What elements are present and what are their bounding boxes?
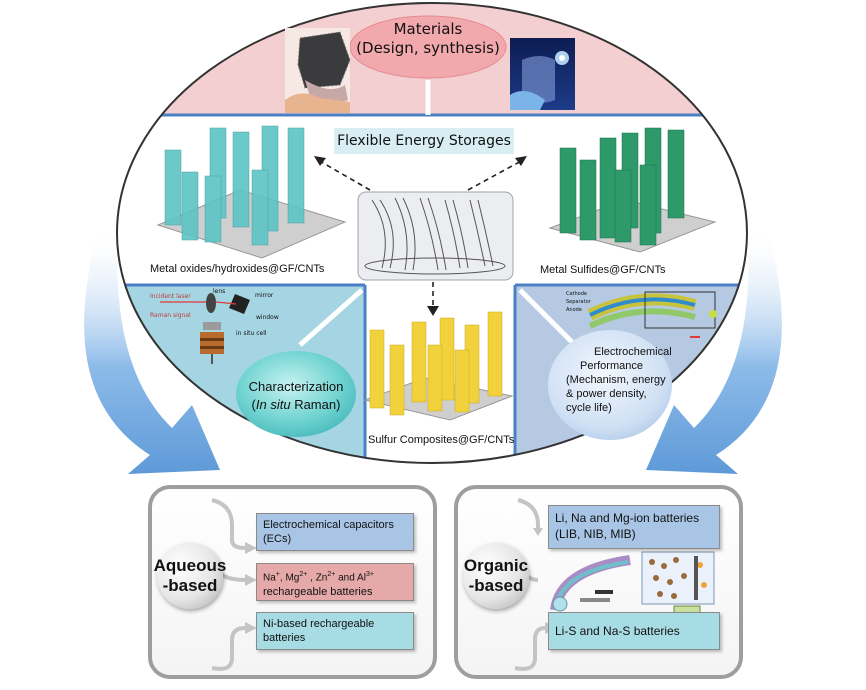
separator-label: Separator [566,299,591,305]
characterization-line2: (In situ Raman) [251,397,341,412]
cnt-bundle-icon [357,191,514,281]
characterization-line1: Characterization [248,379,344,394]
organic-item-sulfur-batteries: Li-S and Na-S batteries [548,612,720,650]
battery-schematic-icon [587,291,717,338]
sulfur-array-icon [363,311,514,421]
aqueous-item-nickel: Ni-based rechargeable batteries [256,612,414,650]
performance-line5: cycle life) [566,402,612,414]
cnt-bundle-tubes [364,197,506,275]
metal-sulfide-array-icon [548,127,717,253]
left-arrow [84,235,220,474]
raman-signal-label: Raman signal [150,312,191,319]
photo-led-icon [510,38,575,110]
cathode-label: Cathode [566,291,587,297]
center-label-bg [334,128,514,154]
performance-line1: Electrochemical [594,346,672,358]
raman-lens-label: lens [213,288,226,295]
organic-circle: Organic -based [463,543,529,609]
organic-label-line2: -based [468,576,524,595]
performance-ellipse [548,330,672,440]
main-oval [116,2,748,464]
anode-label: Anode [566,307,582,313]
nickel-line2: batteries [263,632,306,644]
aqueous-item-capacitors: Electrochemical capacitors (ECs) [256,513,414,551]
metal-sulfides-label: Metal Sulfides@GF/CNTs [540,264,666,276]
raman-setup-icon [160,293,250,364]
cell-stack-icon [641,551,715,616]
capacitors-line2: (ECs) [263,533,292,545]
center-title: Flexible Energy Storages [337,133,511,149]
photo-hand-icon [285,28,351,113]
materials-subtitle: (Design, synthesis) [356,39,500,57]
sulfur-label: Sulfur Composites@GF/CNTs [368,434,515,446]
performance-line4: & power density, [566,388,647,400]
characterization-ellipse [236,351,356,437]
fiber-battery-icon [550,555,631,612]
aqueous-label-line2: -based [162,576,218,595]
raman-window-label: window [256,314,279,321]
raman-cell-label: in situ cell [236,330,267,337]
aqueous-circle: Aqueous -based [154,543,226,609]
aqueous-item-multivalent: Na+, Mg2+ , Zn2+ and Al3+ rechargeable b… [256,563,414,601]
ion-batteries-line1: Li, Na and Mg-ion batteries [555,511,700,525]
metal-oxides-label: Metal oxides/hydroxides@GF/CNTs [150,263,325,275]
organic-item-ion-batteries: Li, Na and Mg-ion batteries (LIB, NIB, M… [548,505,720,549]
raman-incident-label: Incident laser [150,293,191,300]
characterization-text: Characterization (In situ Raman) [236,378,356,414]
ion-batteries-line2: (LIB, NIB, MIB) [555,527,636,541]
performance-line3: (Mechanism, energy [566,374,666,386]
performance-line2: Performance [580,360,643,372]
performance-text: Electrochemical Performance (Mechanism, … [560,345,690,415]
dashed-arrows [317,159,524,308]
metal-oxide-array-icon [156,125,347,259]
materials-title: Materials [393,20,463,38]
capacitors-line1: Electrochemical capacitors [263,519,394,531]
sulfur-batteries-line1: Li-S and Na-S batteries [555,624,680,638]
multivalent-line1: Na+, Mg2+ , Zn2+ and Al3+ [263,571,374,584]
aqueous-label-line1: Aqueous [153,556,227,575]
right-arrow [646,235,782,474]
raman-mirror-label: mirror [255,292,274,299]
multivalent-line2: rechargeable batteries [263,586,373,599]
organic-label-line1: Organic [463,556,529,575]
nickel-line1: Ni-based rechargeable [263,618,375,630]
